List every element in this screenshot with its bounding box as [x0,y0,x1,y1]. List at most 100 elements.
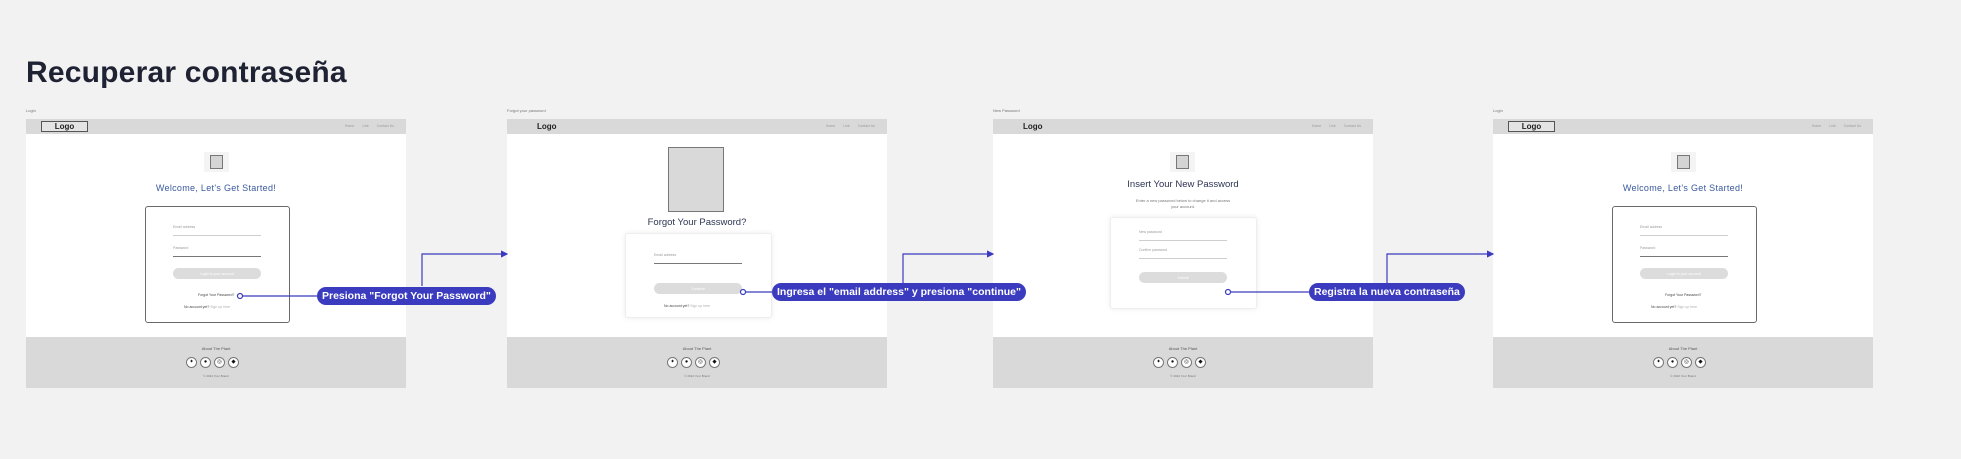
footer-copyright: © 2022 Your Brand [1170,374,1196,378]
nav-link-contact[interactable]: Contact Us [376,124,394,128]
signup-prompt: No account yet? Sign up here [184,305,231,309]
nav-link-link[interactable]: Link [1829,124,1836,128]
footer-copyright: © 2022 Your Brand [1670,374,1696,378]
nav-link-home[interactable]: Home [825,124,836,128]
facebook-icon[interactable]: ● [1167,357,1178,368]
twitter-icon[interactable]: ✦ [1653,357,1664,368]
nav-link-contact[interactable]: Contact Us [1343,124,1361,128]
image-icon [1170,152,1195,172]
password-label: Password [1640,246,1656,250]
signup-link[interactable]: Sign up here [690,304,711,308]
nav-link-home[interactable]: Home [1311,124,1322,128]
footer-title: About The Plant [201,346,231,351]
login-button[interactable]: Login to your account [1640,268,1728,279]
footer: About The Plant ✦ ● ◎ ◆ © 2022 Your Bran… [507,337,887,388]
description: Enter a new password below to change it … [1135,198,1231,209]
twitter-icon[interactable]: ✦ [667,357,678,368]
password-field[interactable] [1640,256,1728,257]
login-button[interactable]: Login to your account [173,268,261,279]
instagram-icon[interactable]: ◎ [214,357,225,368]
frame-caption: Login [26,108,36,113]
nav-link-home[interactable]: Home [344,124,355,128]
github-icon[interactable]: ◆ [228,357,239,368]
nav-links: Home Link Contact Us [826,124,875,128]
email-field[interactable] [173,235,261,236]
nav-link-contact[interactable]: Contact Us [857,124,875,128]
footer-copyright: © 2022 Your Brand [203,374,229,378]
login-form: Email address Password Login to your acc… [145,206,290,323]
signup-prompt: No account yet? Sign up here [1651,305,1698,309]
new-password-field[interactable] [1139,240,1227,241]
continue-button[interactable]: Continue [654,283,742,294]
facebook-icon[interactable]: ● [681,357,692,368]
nav-bar: Logo Home Link Contact Us [507,119,887,134]
email-field[interactable] [654,263,742,264]
nav-bar: Logo Home Link Contact Us [1493,119,1873,134]
footer: About The Plant ✦ ● ◎ ◆ © 2022 Your Bran… [1493,337,1873,388]
annotation-step-1: Presiona "Forgot Your Password" [317,287,496,305]
nav-links: Home Link Contact Us [1812,124,1861,128]
login-frame: Logo Home Link Contact Us Welcome, Let's… [26,119,406,388]
welcome-heading: Welcome, Let's Get Started! [155,183,277,193]
github-icon[interactable]: ◆ [1195,357,1206,368]
forgot-heading: Forgot Your Password? [647,217,747,228]
github-icon[interactable]: ◆ [709,357,720,368]
nav-link-home[interactable]: Home [1811,124,1822,128]
confirm-password-field[interactable] [1139,258,1227,259]
annotation-step-2: Ingresa el "email address" y presiona "c… [772,283,1026,301]
signup-link[interactable]: Sign up here [1677,305,1698,309]
password-field[interactable] [173,256,261,257]
forgot-password-frame: Logo Home Link Contact Us Forgot Your Pa… [507,119,887,388]
login-frame: Logo Home Link Contact Us Welcome, Let's… [1493,119,1873,388]
nav-link-link[interactable]: Link [1329,124,1336,128]
logo[interactable]: Logo [1508,121,1555,132]
annotation-step-3: Registra la nueva contraseña [1309,283,1465,301]
nav-links: Home Link Contact Us [345,124,394,128]
nav-link-contact[interactable]: Contact Us [1843,124,1861,128]
logo[interactable]: Logo [537,122,557,131]
new-password-label: New password [1139,230,1162,234]
password-label: Password [173,246,189,250]
logo[interactable]: Logo [41,121,88,132]
instagram-icon[interactable]: ◎ [1681,357,1692,368]
nav-bar: Logo Home Link Contact Us [993,119,1373,134]
social-icons: ✦ ● ◎ ◆ [667,357,720,368]
frame-caption: New Password [993,108,1020,113]
forgot-password-link[interactable]: Forgot Your Password? [198,293,235,297]
facebook-icon[interactable]: ● [200,357,211,368]
instagram-icon[interactable]: ◎ [695,357,706,368]
social-icons: ✦ ● ◎ ◆ [1153,357,1206,368]
footer-copyright: © 2022 Your Brand [684,374,710,378]
email-label: Email address [1640,225,1663,229]
footer-title: About The Plant [1668,346,1698,351]
welcome-heading: Welcome, Let's Get Started! [1622,183,1744,193]
new-password-form: New password Confirm password Submit [1110,217,1257,309]
signup-prompt: No account yet? Sign up here [664,304,711,308]
footer-title: About The Plant [1168,346,1198,351]
frame-caption: Login [1493,108,1503,113]
instagram-icon[interactable]: ◎ [1181,357,1192,368]
footer: About The Plant ✦ ● ◎ ◆ © 2022 Your Bran… [993,337,1373,388]
login-form: Email address Password Login to your acc… [1612,206,1757,323]
email-label: Email address [173,225,196,229]
social-icons: ✦ ● ◎ ◆ [1653,357,1706,368]
twitter-icon[interactable]: ✦ [1153,357,1164,368]
twitter-icon[interactable]: ✦ [186,357,197,368]
github-icon[interactable]: ◆ [1695,357,1706,368]
submit-button[interactable]: Submit [1139,272,1227,283]
frame-caption: Forgot your password [507,108,546,113]
new-password-heading: Insert Your New Password [1127,179,1239,190]
image-placeholder [668,147,724,212]
footer-title: About The Plant [682,346,712,351]
nav-link-link[interactable]: Link [843,124,850,128]
forgot-form: Email address Continue No account yet? S… [625,233,772,318]
nav-link-link[interactable]: Link [362,124,369,128]
logo[interactable]: Logo [1023,122,1043,131]
facebook-icon[interactable]: ● [1667,357,1678,368]
forgot-password-link[interactable]: Forgot Your Password? [1665,293,1702,297]
confirm-password-label: Confirm password [1139,248,1168,252]
signup-link[interactable]: Sign up here [210,305,231,309]
new-password-frame: Logo Home Link Contact Us Insert Your Ne… [993,119,1373,388]
email-field[interactable] [1640,235,1728,236]
nav-links: Home Link Contact Us [1312,124,1361,128]
